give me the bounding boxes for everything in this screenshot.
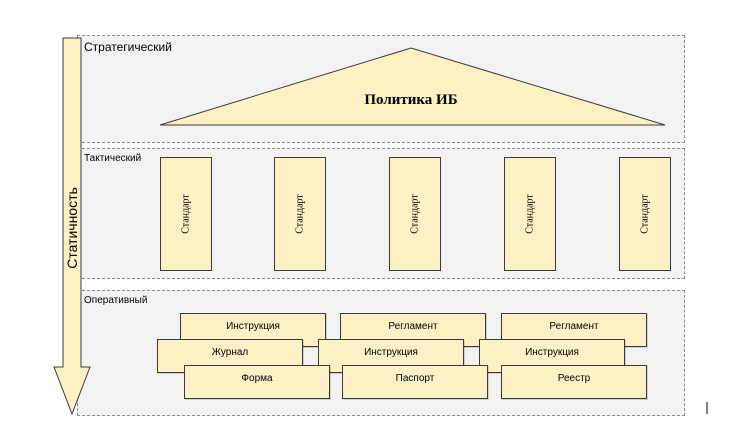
doc-label: Паспорт bbox=[395, 373, 435, 384]
doc-label: Инструкция bbox=[364, 347, 418, 358]
standard-label: Стандарт bbox=[180, 194, 192, 234]
strategic-label: Стратегический bbox=[84, 40, 172, 54]
standard-label: Стандарт bbox=[524, 194, 536, 234]
standard-card: Стандарт bbox=[504, 157, 556, 271]
doc-label: Регламент bbox=[388, 321, 438, 332]
standard-card: Стандарт bbox=[160, 157, 212, 271]
standard-card: Стандарт bbox=[389, 157, 441, 271]
doc-label: Инструкция bbox=[525, 347, 579, 358]
standard-label: Стандарт bbox=[639, 194, 651, 234]
doc-label: Реестр bbox=[557, 373, 591, 384]
operational-label: Оперативный bbox=[84, 295, 148, 306]
standard-label: Стандарт bbox=[409, 194, 421, 234]
doc-label: Инструкция bbox=[226, 321, 280, 332]
doc-label: Журнал bbox=[211, 347, 249, 358]
doc-card: Паспорт bbox=[342, 365, 488, 399]
doc-label: Форма bbox=[241, 373, 273, 384]
staticity-arrow bbox=[53, 37, 91, 416]
tactical-label: Тактический bbox=[84, 153, 142, 164]
doc-label: Регламент bbox=[549, 321, 599, 332]
standard-card: Стандарт bbox=[274, 157, 326, 271]
doc-card: Форма bbox=[184, 365, 330, 399]
doc-card: Реестр bbox=[501, 365, 647, 399]
policy-roof bbox=[159, 47, 666, 126]
staticity-label: Статичность bbox=[64, 187, 80, 269]
standard-label: Стандарт bbox=[294, 194, 306, 234]
policy-label: Политика ИБ bbox=[364, 92, 457, 108]
standard-card: Стандарт bbox=[619, 157, 671, 271]
